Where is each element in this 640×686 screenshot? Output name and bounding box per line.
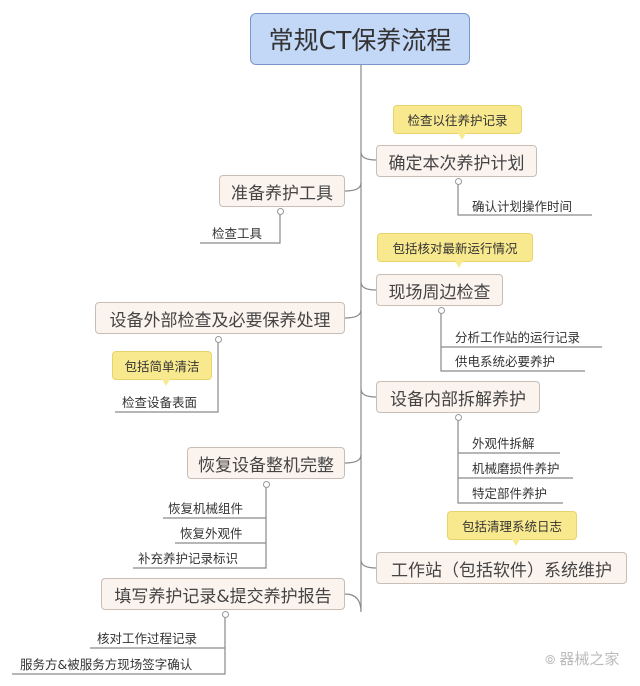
collapse-icon[interactable] <box>277 208 284 215</box>
topic-workstation[interactable]: 工作站（包括软件）系统维护 <box>376 552 627 584</box>
collapse-icon[interactable] <box>438 307 445 314</box>
topic-report[interactable]: 填写养护记录&提交养护报告 <box>101 578 345 610</box>
subtopic[interactable]: 供电系统必要养护 <box>455 354 556 369</box>
connector <box>344 182 362 192</box>
topic-restore[interactable]: 恢复设备整机完整 <box>187 447 345 479</box>
collapse-icon[interactable] <box>215 336 222 343</box>
topic-site-check[interactable]: 现场周边检查 <box>376 274 503 306</box>
note-callout: 包括清理系统日志 <box>447 511 577 546</box>
subtopic[interactable]: 恢复外观件 <box>180 526 243 541</box>
note-callout: 检查以往养护记录 <box>393 105 522 140</box>
root-topic[interactable]: 常规CT保养流程 <box>250 13 470 65</box>
note-callout: 包括简单清洁 <box>112 351 212 386</box>
watermark: ⦾器械之家 <box>545 650 620 668</box>
connector <box>344 454 362 464</box>
topic-plan[interactable]: 确定本次养护计划 <box>376 145 537 177</box>
subtopic[interactable]: 检查工具 <box>212 226 263 241</box>
connector <box>360 559 377 569</box>
connector <box>344 309 362 319</box>
topic-external[interactable]: 设备外部检查及必要保养处理 <box>95 302 345 334</box>
subtopic[interactable]: 恢复机械组件 <box>168 501 244 516</box>
topic-internal[interactable]: 设备内部拆解养护 <box>376 381 540 413</box>
connector <box>115 339 219 413</box>
connector <box>12 614 226 675</box>
connector <box>457 181 592 216</box>
wechat-icon: ⦾ <box>545 653 556 668</box>
subtopic[interactable]: 服务方&被服务方现场签字确认 <box>20 657 193 672</box>
connector <box>440 310 602 372</box>
connector <box>133 484 267 569</box>
subtopic[interactable]: 分析工作站的运行记录 <box>455 330 581 345</box>
collapse-icon[interactable] <box>263 481 270 488</box>
subtopic[interactable]: 特定部件养护 <box>472 486 548 501</box>
topic-tools[interactable]: 准备养护工具 <box>219 175 345 207</box>
subtopic[interactable]: 检查设备表面 <box>122 395 198 410</box>
collapse-icon[interactable] <box>455 414 462 421</box>
subtopic[interactable]: 外观件拆解 <box>472 436 535 451</box>
subtopic[interactable]: 确认计划操作时间 <box>472 199 573 214</box>
collapse-icon[interactable] <box>222 611 229 618</box>
connector <box>360 281 377 291</box>
subtopic[interactable]: 补充养护记录标识 <box>138 551 239 566</box>
subtopic[interactable]: 机械磨损件养护 <box>472 461 560 476</box>
subtopic[interactable]: 核对工作过程记录 <box>97 631 198 646</box>
collapse-icon[interactable] <box>455 178 462 185</box>
connector <box>360 388 377 398</box>
connector <box>200 211 281 244</box>
connector <box>457 417 573 504</box>
connector <box>360 151 377 161</box>
note-callout: 包括核对最新运行情况 <box>377 233 533 268</box>
trunk-line <box>344 65 362 613</box>
